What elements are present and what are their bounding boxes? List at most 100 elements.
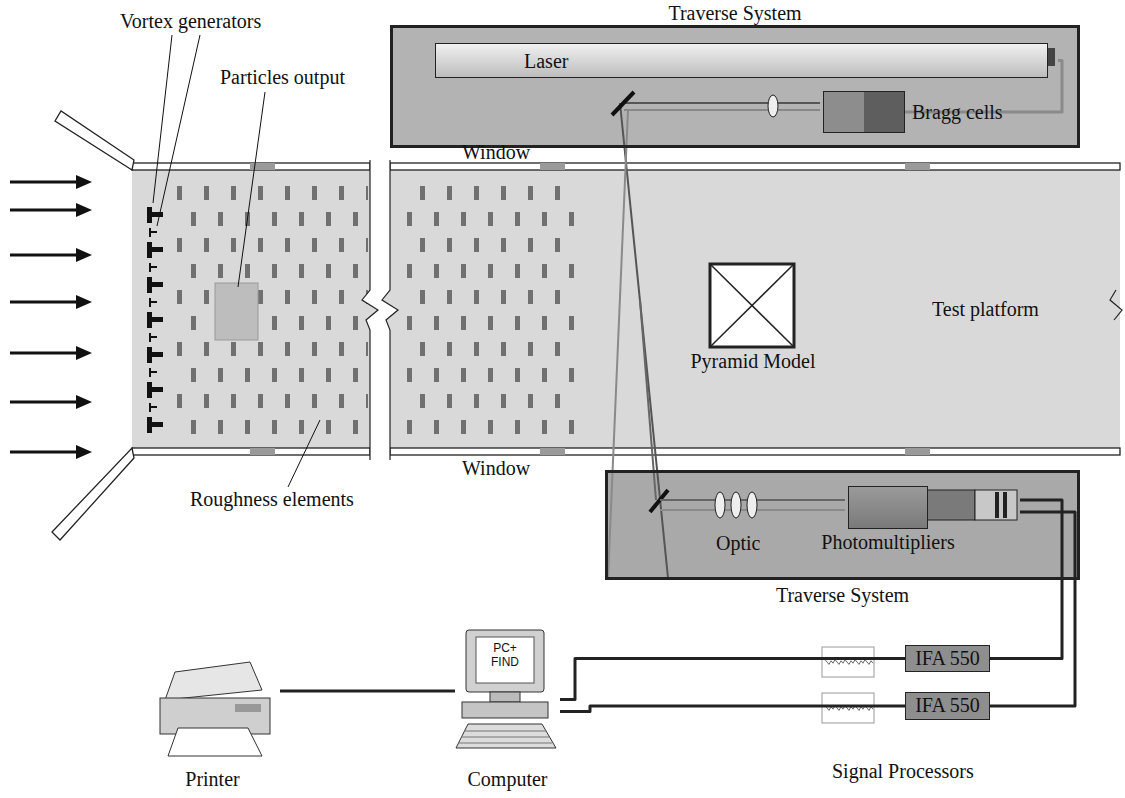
panel-fill — [390, 25, 1080, 148]
node-box: Bragg cells — [823, 91, 905, 133]
monitor-screen — [476, 637, 534, 683]
node-box: Traverse SystemPhotomultipliers — [605, 470, 1080, 580]
vortex-generator — [149, 403, 151, 412]
vortex-generator — [152, 282, 163, 287]
tunnel-wall — [390, 163, 1120, 170]
label: Signal Processors — [832, 760, 974, 782]
flow-arrow — [10, 352, 78, 355]
node-label: PC+ FIND — [480, 641, 530, 669]
panel-fill — [605, 470, 1080, 580]
tunnel-floor — [132, 170, 1120, 448]
monitor-stand — [490, 692, 520, 702]
vortex-generator — [151, 406, 157, 408]
node-box: Photomultipliers — [848, 486, 928, 529]
vortex-generator — [151, 336, 157, 338]
flow-arrowhead — [76, 346, 92, 360]
monitor — [466, 630, 544, 692]
break-gap — [362, 160, 398, 460]
vortex-generator — [152, 422, 163, 427]
flow-arrowhead — [76, 445, 92, 459]
vortex-generator — [152, 317, 163, 322]
node-label: Printer — [115, 768, 310, 790]
label: Window — [462, 141, 530, 163]
pyramid-outline — [708, 262, 798, 350]
keyboard-keys — [461, 737, 549, 738]
lens — [747, 492, 757, 518]
vortex-generator — [152, 212, 163, 217]
node-box: PC+ FINDComputer — [455, 625, 560, 790]
inlet-wall — [55, 111, 134, 170]
flow-arrowhead — [76, 175, 92, 189]
window — [905, 163, 930, 170]
vortex-generator — [147, 347, 152, 363]
tunnel-wall — [390, 448, 1120, 455]
node-box: Laser — [435, 43, 1048, 78]
label: Particles output — [220, 66, 345, 88]
node-box: Pyramid Model — [708, 262, 798, 372]
connector-wire — [560, 706, 905, 712]
node-label: Traverse System — [393, 2, 1077, 24]
vortex-generator — [147, 207, 152, 223]
roughness-elements — [172, 176, 368, 442]
node-box: IFA 550 — [905, 645, 990, 672]
node-box: Printer — [145, 650, 280, 790]
flow-arrow — [10, 254, 78, 257]
signal-trace — [825, 660, 873, 665]
leader-line — [288, 420, 320, 487]
window — [540, 448, 565, 455]
mirror — [612, 92, 634, 115]
window — [905, 448, 930, 455]
vortex-generator — [151, 301, 157, 303]
printer-top — [165, 662, 262, 700]
label: Window — [462, 457, 530, 479]
leader-line — [157, 35, 200, 226]
vortex-generator — [149, 333, 151, 342]
node-box: Traverse SystemLaserBragg cells — [390, 25, 1080, 148]
label: Test platform — [932, 298, 1039, 320]
node-label: Laser — [524, 50, 1047, 72]
flow-arrow — [10, 451, 78, 454]
keyboard-keys — [464, 731, 546, 732]
vortex-generator — [151, 231, 157, 233]
node-label: Computer — [435, 768, 580, 790]
vortex-generator — [147, 242, 152, 258]
terminal — [995, 492, 999, 518]
connector-wire — [280, 690, 455, 693]
particles-output — [215, 283, 258, 340]
pyramid-base — [710, 264, 794, 347]
vortex-generator — [149, 263, 151, 272]
flow-arrow — [10, 301, 78, 304]
printer-paper — [168, 728, 262, 756]
laser-beam — [608, 110, 628, 578]
flow-arrow — [10, 209, 78, 212]
flow-arrow — [10, 181, 78, 184]
node-label: Traverse System — [608, 584, 1077, 606]
node-label: IFA 550 — [906, 646, 989, 670]
flow-arrowhead — [76, 248, 92, 262]
lens — [715, 492, 725, 518]
laser-beam — [620, 103, 668, 578]
terminal — [1003, 492, 1007, 518]
keyboard — [456, 724, 556, 748]
label: Vortex generators — [120, 10, 261, 32]
node-label: IFA 550 — [906, 693, 989, 718]
connector-wire — [560, 659, 905, 700]
node-label: Bragg cells — [912, 101, 1003, 123]
vortex-generator — [149, 368, 151, 377]
window — [540, 163, 565, 170]
break-line — [362, 160, 378, 460]
lens — [731, 492, 741, 518]
vortex-generator — [147, 312, 152, 328]
vortex-generator — [151, 371, 157, 373]
flow-arrowhead — [76, 395, 92, 409]
window — [250, 163, 275, 170]
vortex-generator — [149, 228, 151, 237]
pyramid-edge — [710, 264, 794, 347]
flow-arrowhead — [76, 203, 92, 217]
vortex-generator — [149, 298, 151, 307]
leader-line — [238, 92, 265, 287]
leader-line — [153, 35, 172, 203]
break-line — [1110, 290, 1122, 320]
vortex-generator — [152, 247, 163, 252]
laser-beam — [624, 109, 820, 111]
